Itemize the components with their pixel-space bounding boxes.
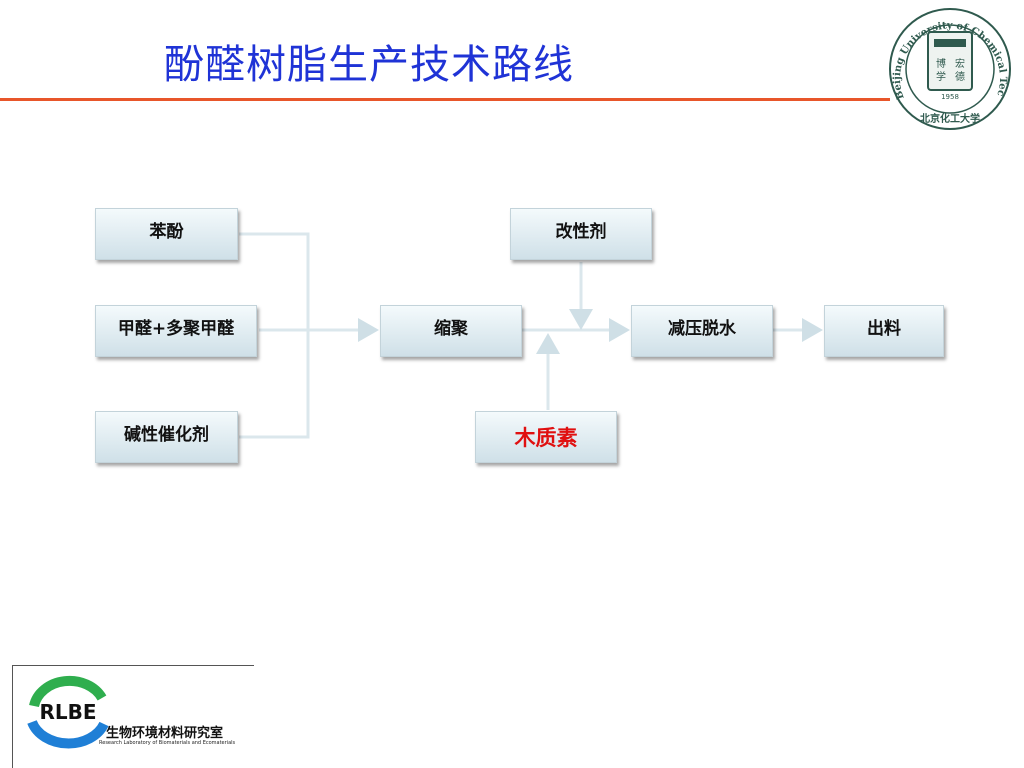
seal-motto-4: 德 [955, 70, 965, 83]
university-seal-icon: Beijing University of Chemical Technolog… [884, 6, 1011, 130]
node-modifier: 改性剂 [510, 208, 652, 260]
node-formaldehyde: 甲醛+多聚甲醛 [95, 305, 257, 357]
seal-motto-1: 博 [936, 57, 946, 70]
node-dehydration: 减压脱水 [631, 305, 773, 357]
rlbe-logo-icon: RLBE [27, 675, 109, 749]
node-discharge: 出料 [824, 305, 944, 357]
node-lignin: 木质素 [475, 411, 617, 463]
logo-frame [12, 665, 254, 768]
node-phenol: 苯酚 [95, 208, 238, 260]
seal-cn-name: 北京化工大学 [920, 112, 980, 125]
logo-acronym: RLBE [39, 700, 96, 724]
lab-name-cn: 生物环境材料研究室 [106, 726, 224, 741]
lab-name-en: Research Laboratory of Biomaterials and … [99, 740, 236, 746]
seal-year: 1958 [941, 93, 959, 101]
title-underline [0, 98, 890, 101]
page-title: 酚醛树脂生产技术路线 [164, 42, 574, 88]
seal-motto-3: 学 [936, 70, 946, 83]
seal-motto-2: 宏 [955, 57, 965, 70]
node-catalyst: 碱性催化剂 [95, 411, 238, 463]
node-condensation: 缩聚 [380, 305, 522, 357]
